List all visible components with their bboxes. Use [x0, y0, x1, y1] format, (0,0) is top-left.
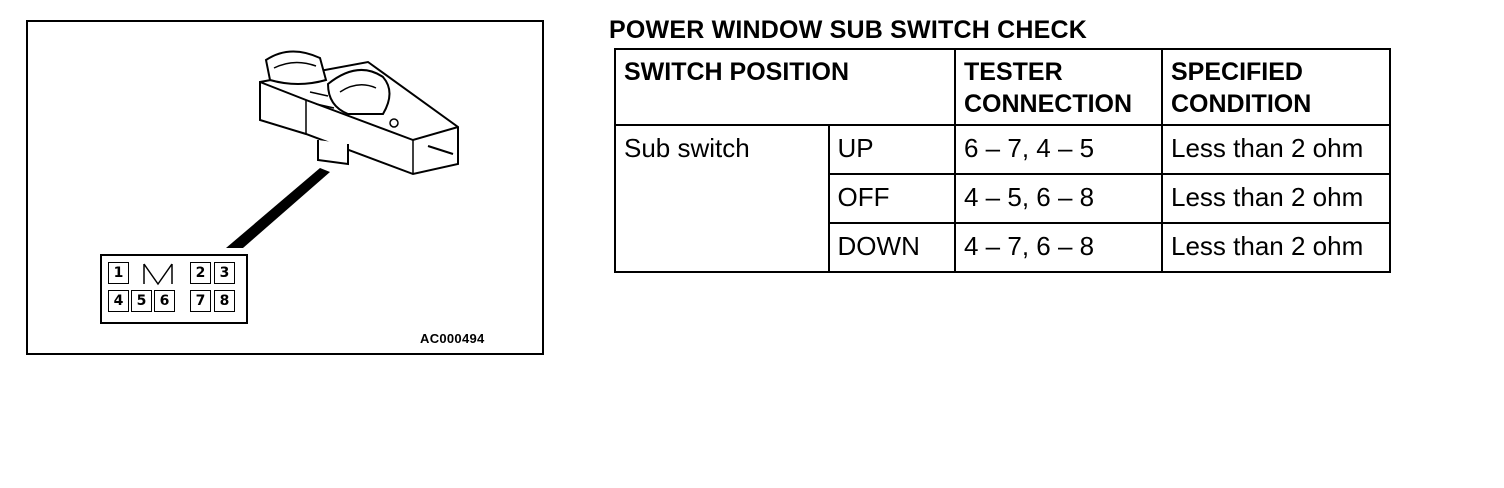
- header-tester-line1: TESTER: [964, 58, 1063, 86]
- row-position: DOWN: [827, 222, 957, 273]
- pin-7: 7: [190, 290, 211, 312]
- connector-diagram: 1 2 3 4 5 6 7 8: [100, 254, 248, 324]
- header-specified-condition: SPECIFIED CONDITION: [1161, 48, 1391, 126]
- row-position: OFF: [827, 173, 957, 224]
- group-label: Sub switch: [614, 124, 830, 273]
- table-row: Sub switch UP 6 – 7, 4 – 5 Less than 2 o…: [614, 124, 1391, 273]
- row-position: UP: [827, 124, 957, 175]
- figure-code: AC000494: [420, 331, 485, 346]
- switch-illustration: 1 2 3 4 5 6 7 8 AC000494: [26, 20, 544, 355]
- header-condition-line1: SPECIFIED: [1171, 58, 1303, 86]
- switch-drawing: [226, 50, 459, 248]
- pin-1: 1: [108, 262, 129, 284]
- page-title: POWER WINDOW SUB SWITCH CHECK: [609, 16, 1087, 44]
- pin-4: 4: [108, 290, 129, 312]
- check-table: SWITCH POSITION TESTER CONNECTION SPECIF…: [614, 48, 1391, 273]
- pin-5: 5: [131, 290, 152, 312]
- pin-2: 2: [190, 262, 211, 284]
- latch-shape: [143, 263, 173, 286]
- table-row: OFF 4 – 5, 6 – 8 Less than 2 ohm: [615, 173, 1391, 224]
- row-condition: Less than 2 ohm: [1161, 222, 1391, 273]
- pin-8: 8: [214, 290, 235, 312]
- table-row: DOWN 4 – 7, 6 – 8 Less than 2 ohm: [615, 222, 1391, 273]
- table-header-row: SWITCH POSITION TESTER CONNECTION SPECIF…: [614, 48, 1391, 126]
- row-condition: Less than 2 ohm: [1161, 124, 1391, 175]
- header-switch-position: SWITCH POSITION: [614, 48, 956, 126]
- header-tester-line2: CONNECTION: [964, 90, 1133, 118]
- row-connection: 4 – 7, 6 – 8: [954, 222, 1163, 273]
- row-connection: 6 – 7, 4 – 5: [954, 124, 1163, 175]
- row-connection: 4 – 5, 6 – 8: [954, 173, 1163, 224]
- row-condition: Less than 2 ohm: [1161, 173, 1391, 224]
- pin-6: 6: [154, 290, 175, 312]
- header-tester-connection: TESTER CONNECTION: [954, 48, 1163, 126]
- header-condition-line2: CONDITION: [1171, 90, 1312, 118]
- pin-3: 3: [214, 262, 235, 284]
